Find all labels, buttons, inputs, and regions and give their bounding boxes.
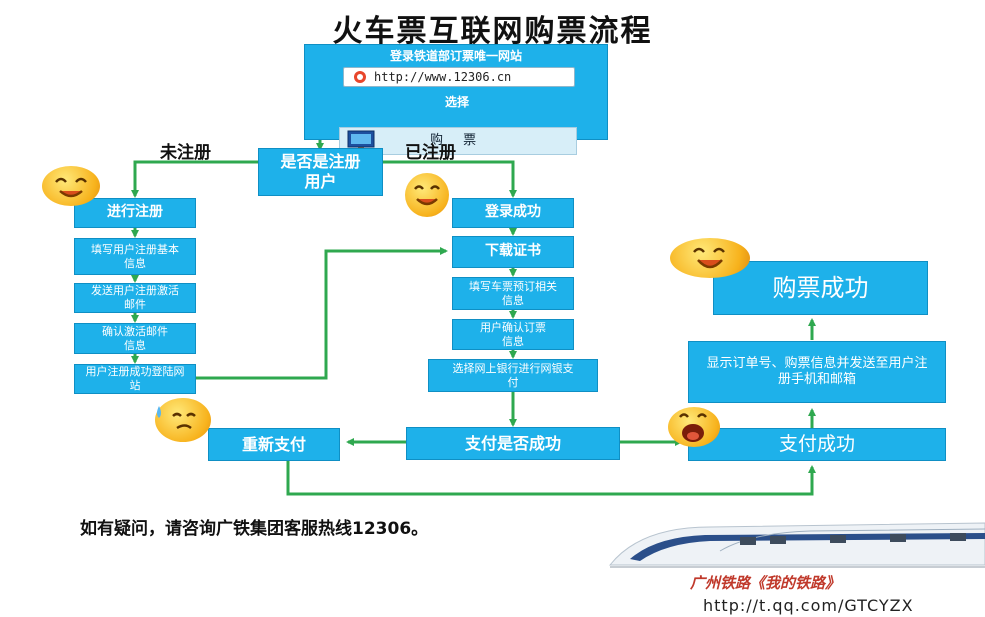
step-register: 进行注册 [74, 198, 196, 228]
website-box-title: 登录铁道部订票唯一网站 [389, 49, 522, 63]
pay-success-box: 支付成功 [688, 428, 946, 461]
contact-note: 如有疑问，请咨询广铁集团客服热线12306。 [80, 519, 429, 539]
thumbs-up-smiley-icon [670, 238, 750, 278]
step-confirm-activation: 确认激活邮件信息 [74, 323, 196, 354]
step-register-success: 用户注册成功登陆网站 [74, 364, 196, 394]
page-title: 火车票互联网购票流程 [332, 14, 653, 49]
laughing-smiley-icon [42, 166, 100, 206]
step-online-banking: 选择网上银行进行网银支付 [428, 359, 598, 392]
order-info-box: 显示订单号、购票信息并发送至用户注册手机和邮箱 [688, 341, 946, 403]
url-text: http://www.12306.cn [374, 69, 512, 84]
registered-label: 已注册 [405, 143, 456, 163]
laughing-face-icon [55, 177, 87, 198]
high-speed-train-icon [608, 522, 985, 568]
unregistered-label: 未注册 [160, 143, 211, 163]
credit-url[interactable]: http://t.qq.com/GTCYZX [703, 596, 914, 615]
step-login-success: 登录成功 [452, 198, 574, 228]
step-confirm-order: 用户确认订票信息 [452, 319, 574, 350]
step-download-cert: 下载证书 [452, 236, 574, 268]
brand-text: 广州铁路《我的铁路》 [690, 574, 841, 592]
repay-box: 重新支付 [208, 428, 340, 461]
sweat-face-icon [157, 406, 196, 430]
happy-face-icon [414, 185, 440, 206]
website-box: 登录铁道部订票唯一网站 http://www.12306.cn 选择 购 票 [304, 44, 608, 155]
url-bar[interactable]: http://www.12306.cn [343, 67, 575, 87]
shouting-smiley-icon [668, 407, 720, 447]
shouting-face-icon [679, 413, 707, 442]
purchase-success-box: 购票成功 [713, 261, 928, 315]
buy-ticket-label: 购 票 [430, 132, 485, 148]
cheering-face-icon [693, 247, 725, 269]
step-send-activation: 发送用户注册激活邮件 [74, 283, 196, 313]
registered-user-decision: 是否是注册用户 [258, 148, 383, 196]
step-fill-info: 填写用户注册基本信息 [74, 238, 196, 275]
select-label: 选择 [444, 95, 469, 109]
sweating-smiley-icon [155, 398, 211, 442]
payment-check: 支付是否成功 [406, 427, 620, 460]
browser-icon [354, 71, 366, 83]
step-fill-ticket-info: 填写车票预订相关信息 [452, 277, 574, 310]
happy-smiley-icon [405, 173, 449, 217]
